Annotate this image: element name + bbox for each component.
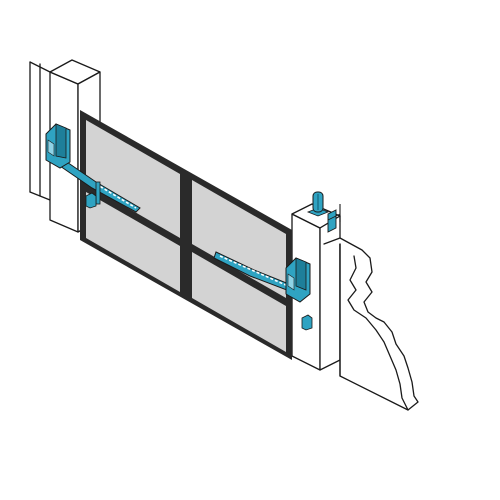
gate bbox=[80, 110, 292, 360]
key-selector-icon bbox=[327, 204, 341, 233]
flashing-lamp-icon bbox=[306, 191, 330, 217]
swing-gate-operator-icon bbox=[285, 257, 311, 303]
right-wall bbox=[323, 237, 419, 411]
photocell-icon bbox=[301, 314, 313, 331]
photocell-icon bbox=[85, 192, 97, 209]
left-fence-outline bbox=[29, 61, 51, 201]
swing-gate-operator-icon bbox=[45, 123, 71, 169]
